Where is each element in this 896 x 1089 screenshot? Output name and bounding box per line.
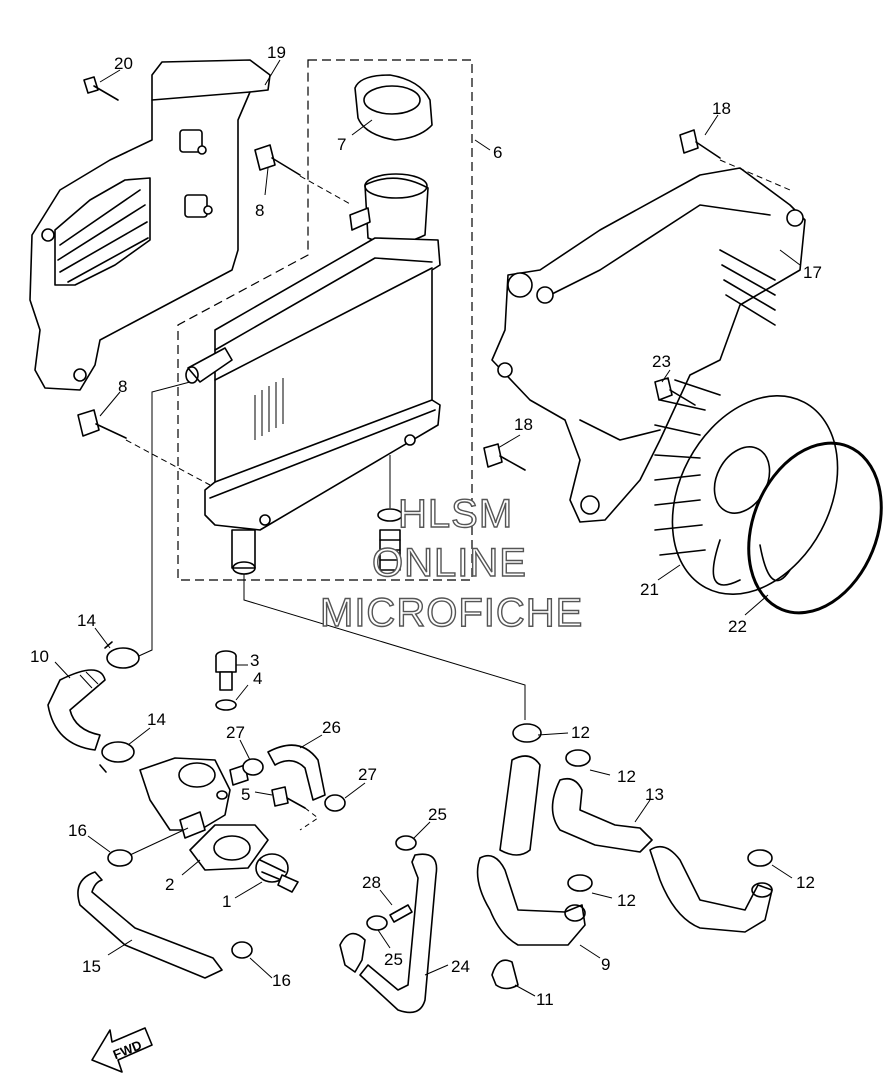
callout-12-top: 12 xyxy=(571,723,590,742)
callout-25-lower: 25 xyxy=(384,950,403,969)
clamp-14-upper xyxy=(104,641,140,669)
clamp-12-upper-right xyxy=(565,749,591,767)
leader-lines xyxy=(54,59,801,997)
callout-7: 7 xyxy=(337,135,346,154)
callout-17: 17 xyxy=(803,263,822,282)
bolt-18-upper xyxy=(679,129,791,191)
callout-25-upper: 25 xyxy=(428,805,447,824)
crankcase-cover-17 xyxy=(491,167,806,523)
thermostat-housing xyxy=(139,757,249,839)
callout-18-upper: 18 xyxy=(712,99,731,118)
callout-26: 26 xyxy=(322,718,341,737)
clamp-12-top xyxy=(512,723,542,743)
callout-12-upper-right: 12 xyxy=(617,767,636,786)
fwd-arrow: FWD xyxy=(91,1027,153,1073)
callout-19: 19 xyxy=(267,43,286,62)
hose-path-line-b xyxy=(129,381,191,661)
radiator xyxy=(185,237,441,575)
callout-16-upper: 16 xyxy=(68,821,87,840)
hose-15-link-line xyxy=(129,827,189,856)
clamp-12-right xyxy=(747,849,773,867)
hose-26 xyxy=(267,744,326,801)
callout-16-lower: 16 xyxy=(272,971,291,990)
callout-numbers: 19 20 7 6 8 8 18 17 23 18 21 22 14 10 14… xyxy=(30,43,822,1009)
callout-2: 2 xyxy=(165,875,174,894)
clamp-25-lower xyxy=(366,915,388,931)
watermark: HLSM ONLINE MICROFICHE xyxy=(319,491,583,635)
callout-28: 28 xyxy=(362,873,381,892)
radiator-cap-7 xyxy=(354,74,433,141)
radiator-group-box-6 xyxy=(177,59,473,581)
clamp-12-mid xyxy=(567,874,593,892)
hose-vertical xyxy=(499,755,541,856)
clamp-11 xyxy=(491,959,519,990)
bolt-18-lower xyxy=(483,443,526,471)
clamp-16-lower xyxy=(231,941,253,959)
callout-5: 5 xyxy=(241,785,250,804)
watermark-line-2: ONLINE xyxy=(372,541,527,585)
hose-13 xyxy=(551,777,653,853)
bolt-8-lower xyxy=(77,409,211,486)
callout-8-lower: 8 xyxy=(118,377,127,396)
callout-12-mid: 12 xyxy=(617,891,636,910)
callout-14-upper: 14 xyxy=(77,611,96,630)
callout-9: 9 xyxy=(601,955,610,974)
gasket-22 xyxy=(747,441,883,615)
callout-24: 24 xyxy=(451,957,470,976)
hose-24 xyxy=(359,853,438,1014)
callout-27-left: 27 xyxy=(226,723,245,742)
radiator-cover-19 xyxy=(29,59,271,391)
callout-12-right: 12 xyxy=(796,873,815,892)
washer-4 xyxy=(215,699,237,711)
bolt-8-upper xyxy=(254,144,353,206)
callout-18-lower: 18 xyxy=(514,415,533,434)
callout-6: 6 xyxy=(493,143,502,162)
callout-13: 13 xyxy=(645,785,664,804)
callout-15: 15 xyxy=(82,957,101,976)
clamp-16-upper xyxy=(107,849,133,867)
callout-10: 10 xyxy=(30,647,49,666)
hose-path-line-a xyxy=(243,574,526,720)
hose-24-branch xyxy=(339,932,366,973)
callout-21: 21 xyxy=(640,580,659,599)
callout-11: 11 xyxy=(536,990,554,1009)
callout-22: 22 xyxy=(728,617,747,636)
hose-9 xyxy=(476,854,586,946)
cooling-fan-21 xyxy=(654,379,839,595)
callout-1: 1 xyxy=(222,892,231,911)
callout-20: 20 xyxy=(114,54,133,73)
clamp-27-left xyxy=(242,758,264,776)
clamp-14-lower xyxy=(99,741,135,773)
watermark-line-3: MICROFICHE xyxy=(320,591,583,635)
callout-4: 4 xyxy=(253,669,262,688)
drain-bolt-assembly xyxy=(377,455,403,571)
callout-14-lower: 14 xyxy=(147,710,166,729)
hose-right xyxy=(649,845,773,933)
filler-neck xyxy=(349,173,429,245)
callout-3: 3 xyxy=(250,651,259,670)
hose-15 xyxy=(77,871,223,979)
callout-8-upper: 8 xyxy=(255,201,264,220)
callout-23: 23 xyxy=(652,352,671,371)
bolt-3 xyxy=(215,650,237,691)
thermostat-1 xyxy=(255,853,299,893)
watermark-line-1: HLSM xyxy=(398,492,513,536)
bolt-20 xyxy=(83,76,119,101)
clamp-27-right xyxy=(324,794,346,812)
bolt-5 xyxy=(271,786,319,831)
clamp-25-upper xyxy=(395,835,417,851)
hose-10 xyxy=(47,669,106,751)
pipe-28 xyxy=(389,904,413,923)
thermostat-cover-2 xyxy=(189,824,269,871)
callout-27-right: 27 xyxy=(358,765,377,784)
